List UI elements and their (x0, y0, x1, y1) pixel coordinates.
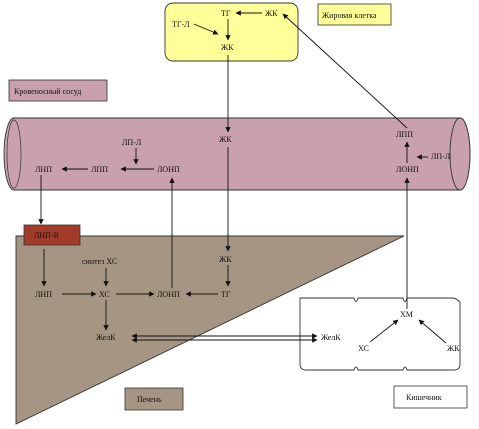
liver-label-box (124, 387, 184, 411)
vessel-idl-right-label: ЛПП (396, 130, 413, 139)
liver-chol-label: ХС (99, 290, 110, 299)
liver-vldl-label: ЛОНП (157, 290, 180, 299)
liver-tg-label: ТГ (221, 290, 231, 299)
intestine-chol-label: ХС (358, 344, 369, 353)
liver-title: Печень (137, 395, 162, 404)
intestine-chylomicron-label: ХМ (400, 310, 413, 319)
blood-vessel-right-end (449, 117, 471, 191)
liver-region (15, 235, 405, 425)
ldl-receptor (23, 224, 81, 246)
vessel-lp-l-right-label: ЛП-Л (431, 152, 451, 161)
vessel-lp-l-left-label: ЛП-Л (122, 138, 142, 147)
blood-vessel (3, 117, 471, 191)
fat-cell-fa-in-label: ЖК (265, 9, 278, 18)
blood-vessel-title: Кровеносный сосуд (14, 87, 81, 96)
vessel-vldl-right-label: ЛОНП (396, 165, 419, 174)
fat-cell-box (164, 2, 299, 62)
fat-cell-tg-l-label: ТГ-Л (172, 20, 190, 29)
intestine-fa-label: ЖК (447, 344, 460, 353)
blood-vessel-label-box (8, 79, 108, 102)
vessel-idl-label: ЛПП (91, 165, 108, 174)
fat-cell-tg-label: ТГ (221, 9, 231, 18)
liver-ldl-label: ЛНП (35, 290, 52, 299)
ldl-receptor-label: ЛНП-R (34, 231, 60, 240)
liver-bile-label: ЖелК (96, 333, 116, 342)
intestine-title: Кишечник (406, 393, 442, 402)
fat-cell-label-box (317, 3, 392, 26)
vessel-vldl-label: ЛОНП (157, 165, 180, 174)
vessel-fa-label: ЖК (219, 135, 232, 144)
liver-fa-label: ЖК (219, 255, 232, 264)
blood-vessel-left-end (6, 119, 22, 189)
fat-cell-fa-out-label: ЖК (221, 43, 234, 52)
intestine-bile-label: ЖелК (321, 333, 341, 342)
fat-cell-title: Жировая клетка (322, 11, 377, 20)
vessel-ldl-label: ЛНП (35, 165, 52, 174)
liver-synth-chol-label: синтез ХС (82, 257, 117, 266)
intestine-label-box (393, 385, 468, 409)
